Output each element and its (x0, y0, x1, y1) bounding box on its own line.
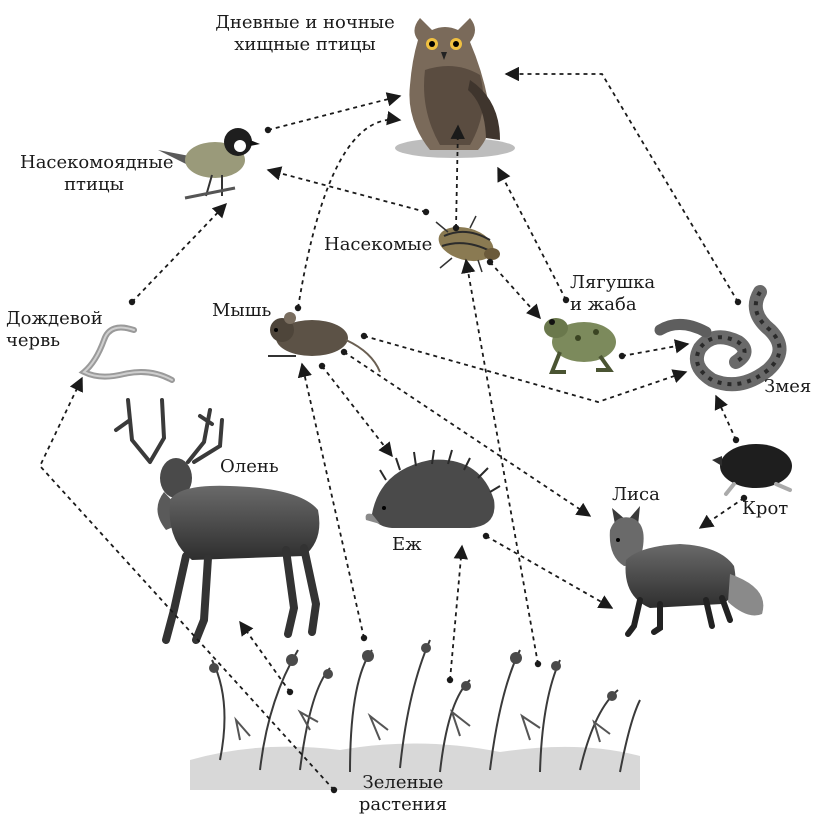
snake-label: Змея (764, 376, 811, 398)
arrow-tail-dot-mouse-to-fox (341, 349, 347, 355)
arrow-tail-dot-mole-to-snake (733, 437, 739, 443)
arrow-mole-to-snake (716, 396, 736, 440)
arrow-tail-dot-insects-to-raptors (453, 225, 459, 231)
arrow-insects-to-insectivorous_birds (268, 170, 426, 212)
arrow-insects-to-frog (490, 262, 540, 318)
arrow-tail-dot-plants-to-insects (535, 661, 541, 667)
arrow-tail-dot-plants-to-hedgehog (447, 677, 453, 683)
snake-image (660, 292, 780, 384)
arrow-tail-dot-snake-to-raptors (735, 299, 741, 305)
mouse-label: Мышь (212, 300, 271, 322)
arrow-mouse-to-snake (364, 336, 686, 402)
raptors-label-line1: Дневные и ночные (212, 12, 398, 34)
frog-label-line2: и жаба (570, 294, 655, 316)
arrow-tail-dot-mouse-to-raptors (295, 305, 301, 311)
arrow-tail-dot-insects-to-frog (487, 259, 493, 265)
arrow-snake-to-raptors (506, 74, 738, 302)
mole-image (712, 444, 792, 494)
hedgehog-label: Еж (392, 534, 422, 556)
worm-label-line1: Дождевой (6, 308, 103, 330)
hedgehog-image (366, 450, 500, 528)
mole-label: Крот (742, 498, 788, 520)
arrow-tail-dot-insects-to-insectivorous_birds (423, 209, 429, 215)
frog-label-line1: Лягушка (570, 272, 655, 294)
plants-label: Зеленые растения (348, 772, 458, 816)
frog-label: Лягушка и жаба (570, 272, 655, 316)
arrow-mouse-to-hedgehog (322, 366, 392, 456)
fox-label: Лиса (612, 484, 660, 506)
worm-label: Дождевой червь (6, 308, 103, 352)
plants-image (190, 640, 640, 790)
arrow-tail-dot-hedgehog-to-fox (483, 533, 489, 539)
arrow-tail-dot-plants-to-mouse (361, 635, 367, 641)
arrow-tail-dot-mouse-to-hedgehog (319, 363, 325, 369)
arrow-tail-dot-worm-to-insectivorous_birds (129, 299, 135, 305)
arrow-frog-to-snake (622, 344, 688, 356)
arrow-plants-to-hedgehog (450, 546, 462, 680)
fox-image (610, 506, 764, 634)
insectivorous-birds-label-line2: птицы (20, 174, 168, 196)
insects-label: Насекомые (324, 234, 432, 256)
owl-image (395, 18, 515, 158)
arrow-insectivorous_birds-to-raptors (268, 96, 400, 130)
deer-image (116, 400, 319, 640)
deer-label: Олень (220, 456, 279, 478)
arrow-plants-to-insects (466, 260, 538, 664)
arrow-tail-dot-frog-to-raptors (563, 297, 569, 303)
arrow-hedgehog-to-fox (486, 536, 612, 608)
arrow-mole-to-fox (700, 498, 744, 528)
plants-label-line1: Зеленые (348, 772, 458, 794)
insectivorous-birds-label: Насекомоядные птицы (20, 152, 168, 196)
arrow-tail-dot-plants-to-worm (331, 787, 337, 793)
arrow-worm-to-insectivorous_birds (132, 204, 226, 302)
arrow-frog-to-raptors (498, 168, 566, 300)
arrow-tail-dot-insectivorous_birds-to-raptors (265, 127, 271, 133)
raptors-label-line2: хищные птицы (212, 34, 398, 56)
arrow-mouse-to-raptors (298, 120, 400, 308)
arrow-tail-dot-plants-to-deer (287, 689, 293, 695)
frog-image (544, 318, 616, 372)
plants-label-line2: растения (348, 794, 458, 816)
insectivorous-birds-label-line1: Насекомоядные (20, 152, 168, 174)
raptors-label: Дневные и ночные хищные птицы (212, 12, 398, 56)
arrow-tail-dot-frog-to-snake (619, 353, 625, 359)
worm-label-line2: червь (6, 330, 103, 352)
mouse-image (268, 312, 380, 372)
arrow-tail-dot-mouse-to-snake (361, 333, 367, 339)
